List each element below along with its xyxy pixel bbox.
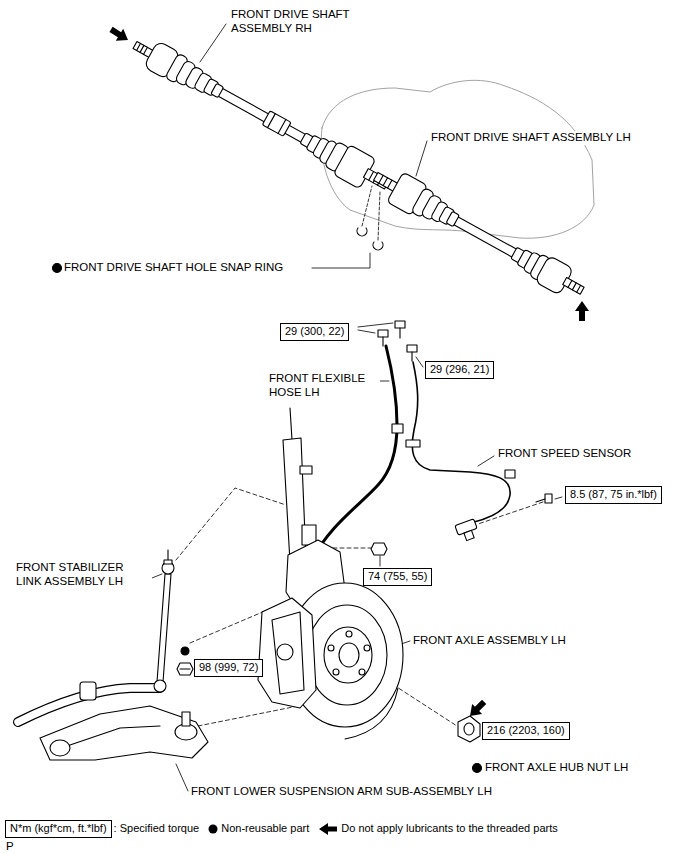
ball-joint-nut bbox=[177, 663, 193, 675]
legend-text: : Specified torque bbox=[114, 822, 200, 836]
no-lubricant-arrow bbox=[107, 23, 589, 720]
transaxle-outline bbox=[321, 80, 594, 238]
part-name: FRONT DRIVE SHAFT ASSEMBLY LH bbox=[430, 131, 632, 145]
torque-spec-box: 98 (999, 72) bbox=[194, 659, 263, 677]
non-reusable-dot bbox=[208, 824, 218, 834]
torque-value: 29 (296, 21) bbox=[430, 363, 489, 377]
stabilizer-link bbox=[154, 550, 174, 692]
lower-arm bbox=[40, 706, 208, 760]
part-name: FRONT LOWER SUSPENSION ARM SUB-ASSEMBLY … bbox=[190, 785, 493, 799]
non-reusable-dot bbox=[473, 764, 482, 773]
torque-value: 98 (999, 72) bbox=[199, 661, 258, 675]
legend-torque-box: N*m (kgf*cm, ft.*lbf) bbox=[5, 820, 112, 838]
no-lubricant-arrow bbox=[318, 823, 338, 835]
torque-spec-box: 74 (755, 55) bbox=[363, 568, 432, 586]
torque-value: 74 (755, 55) bbox=[368, 570, 427, 584]
legend: : Specified torque Non-reusable part Do no… bbox=[114, 820, 567, 838]
hub-nut bbox=[458, 716, 480, 742]
legend-text: Non-reusable part bbox=[221, 822, 309, 836]
part-name: FRONT SPEED SENSOR bbox=[497, 447, 632, 461]
shock-absorber bbox=[283, 408, 316, 562]
legend-text: Do not apply lubricants to the threaded … bbox=[341, 822, 557, 836]
legend-entry: Non-reusable part bbox=[208, 822, 309, 836]
legend-entry: Do not apply lubricants to the threaded … bbox=[318, 822, 557, 836]
brake-caliper bbox=[258, 598, 316, 708]
torque-value: 29 (300, 22) bbox=[285, 325, 344, 339]
figure-code: P bbox=[5, 840, 15, 854]
torque-value: 216 (2203, 160) bbox=[487, 724, 565, 738]
torque-value: N*m (kgf*cm, ft.*lbf) bbox=[10, 822, 107, 836]
drive-shaft-lh bbox=[368, 161, 591, 305]
part-name: FRONT AXLE ASSEMBLY LH bbox=[412, 634, 567, 648]
bolts bbox=[378, 321, 552, 503]
drive-shaft-rh bbox=[127, 30, 395, 199]
non-reusable-dot bbox=[53, 264, 62, 273]
torque-spec-box: 29 (300, 22) bbox=[280, 323, 349, 341]
torque-spec-box: 8.5 (87, 75 in.*lbf) bbox=[565, 486, 662, 504]
torque-spec-box: 29 (296, 21) bbox=[425, 361, 494, 379]
assembly-lines bbox=[176, 488, 543, 726]
part-name: FRONT STABILIZER LINK ASSEMBLY LH bbox=[15, 561, 152, 589]
part-name: FRONT AXLE HUB NUT LH bbox=[484, 761, 629, 775]
non-reusable-dot bbox=[181, 647, 189, 655]
part-name: FRONT DRIVE SHAFT HOLE SNAP RING bbox=[63, 261, 284, 275]
legend-entry: : Specified torque bbox=[114, 822, 200, 836]
nut bbox=[371, 543, 387, 555]
part-name: FRONT FLEXIBLE HOSE LH bbox=[268, 372, 380, 400]
torque-value: 8.5 (87, 75 in.*lbf) bbox=[570, 488, 657, 502]
part-name: FRONT DRIVE SHAFT ASSEMBLY RH bbox=[230, 8, 372, 36]
torque-spec-box: 216 (2203, 160) bbox=[482, 722, 570, 740]
snap-rings bbox=[357, 186, 383, 250]
